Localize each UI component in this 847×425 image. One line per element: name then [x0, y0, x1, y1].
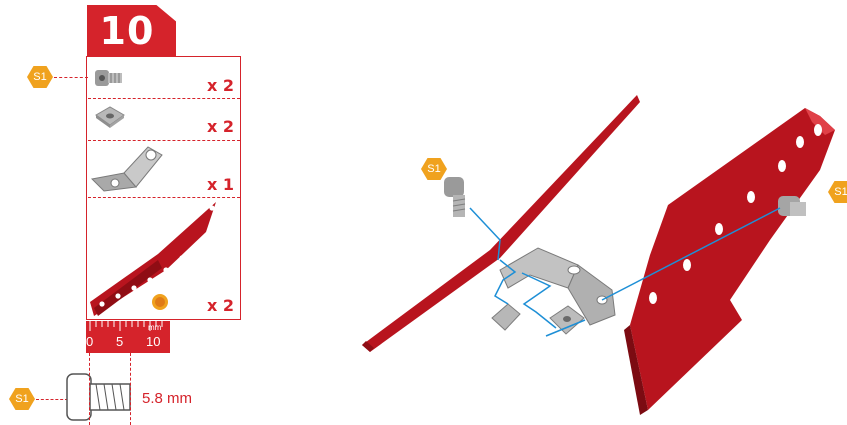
ref-leader-line	[54, 77, 88, 78]
part-qty: x 2	[207, 117, 234, 136]
ruler-tick-label: 10	[146, 334, 160, 349]
part-qty: x 2	[207, 296, 234, 315]
ref-leader-line	[36, 399, 68, 400]
ruler-tick-label: 5	[116, 334, 123, 349]
screw-length: 5.8 mm	[142, 390, 192, 407]
assembly-diagram	[350, 90, 847, 425]
part-qty: x 2	[207, 76, 234, 95]
part-ref-badge: S1	[27, 66, 53, 88]
sticker-icon	[150, 292, 170, 312]
screw-ref-badge: S1	[9, 388, 35, 410]
panel-divider	[88, 140, 240, 141]
ruler-unit: mm	[148, 323, 161, 332]
measure-guide	[89, 353, 90, 425]
screw-part-icon	[92, 64, 126, 92]
ruler-tick-label: 0	[86, 334, 93, 349]
step-number: 10	[87, 6, 167, 56]
measure-guide	[130, 353, 131, 425]
square-nut-icon	[93, 103, 127, 131]
panel-divider	[88, 98, 240, 99]
screw-size-icon	[66, 372, 136, 422]
angle-bracket-icon	[88, 143, 168, 195]
part-qty: x 1	[207, 175, 234, 194]
